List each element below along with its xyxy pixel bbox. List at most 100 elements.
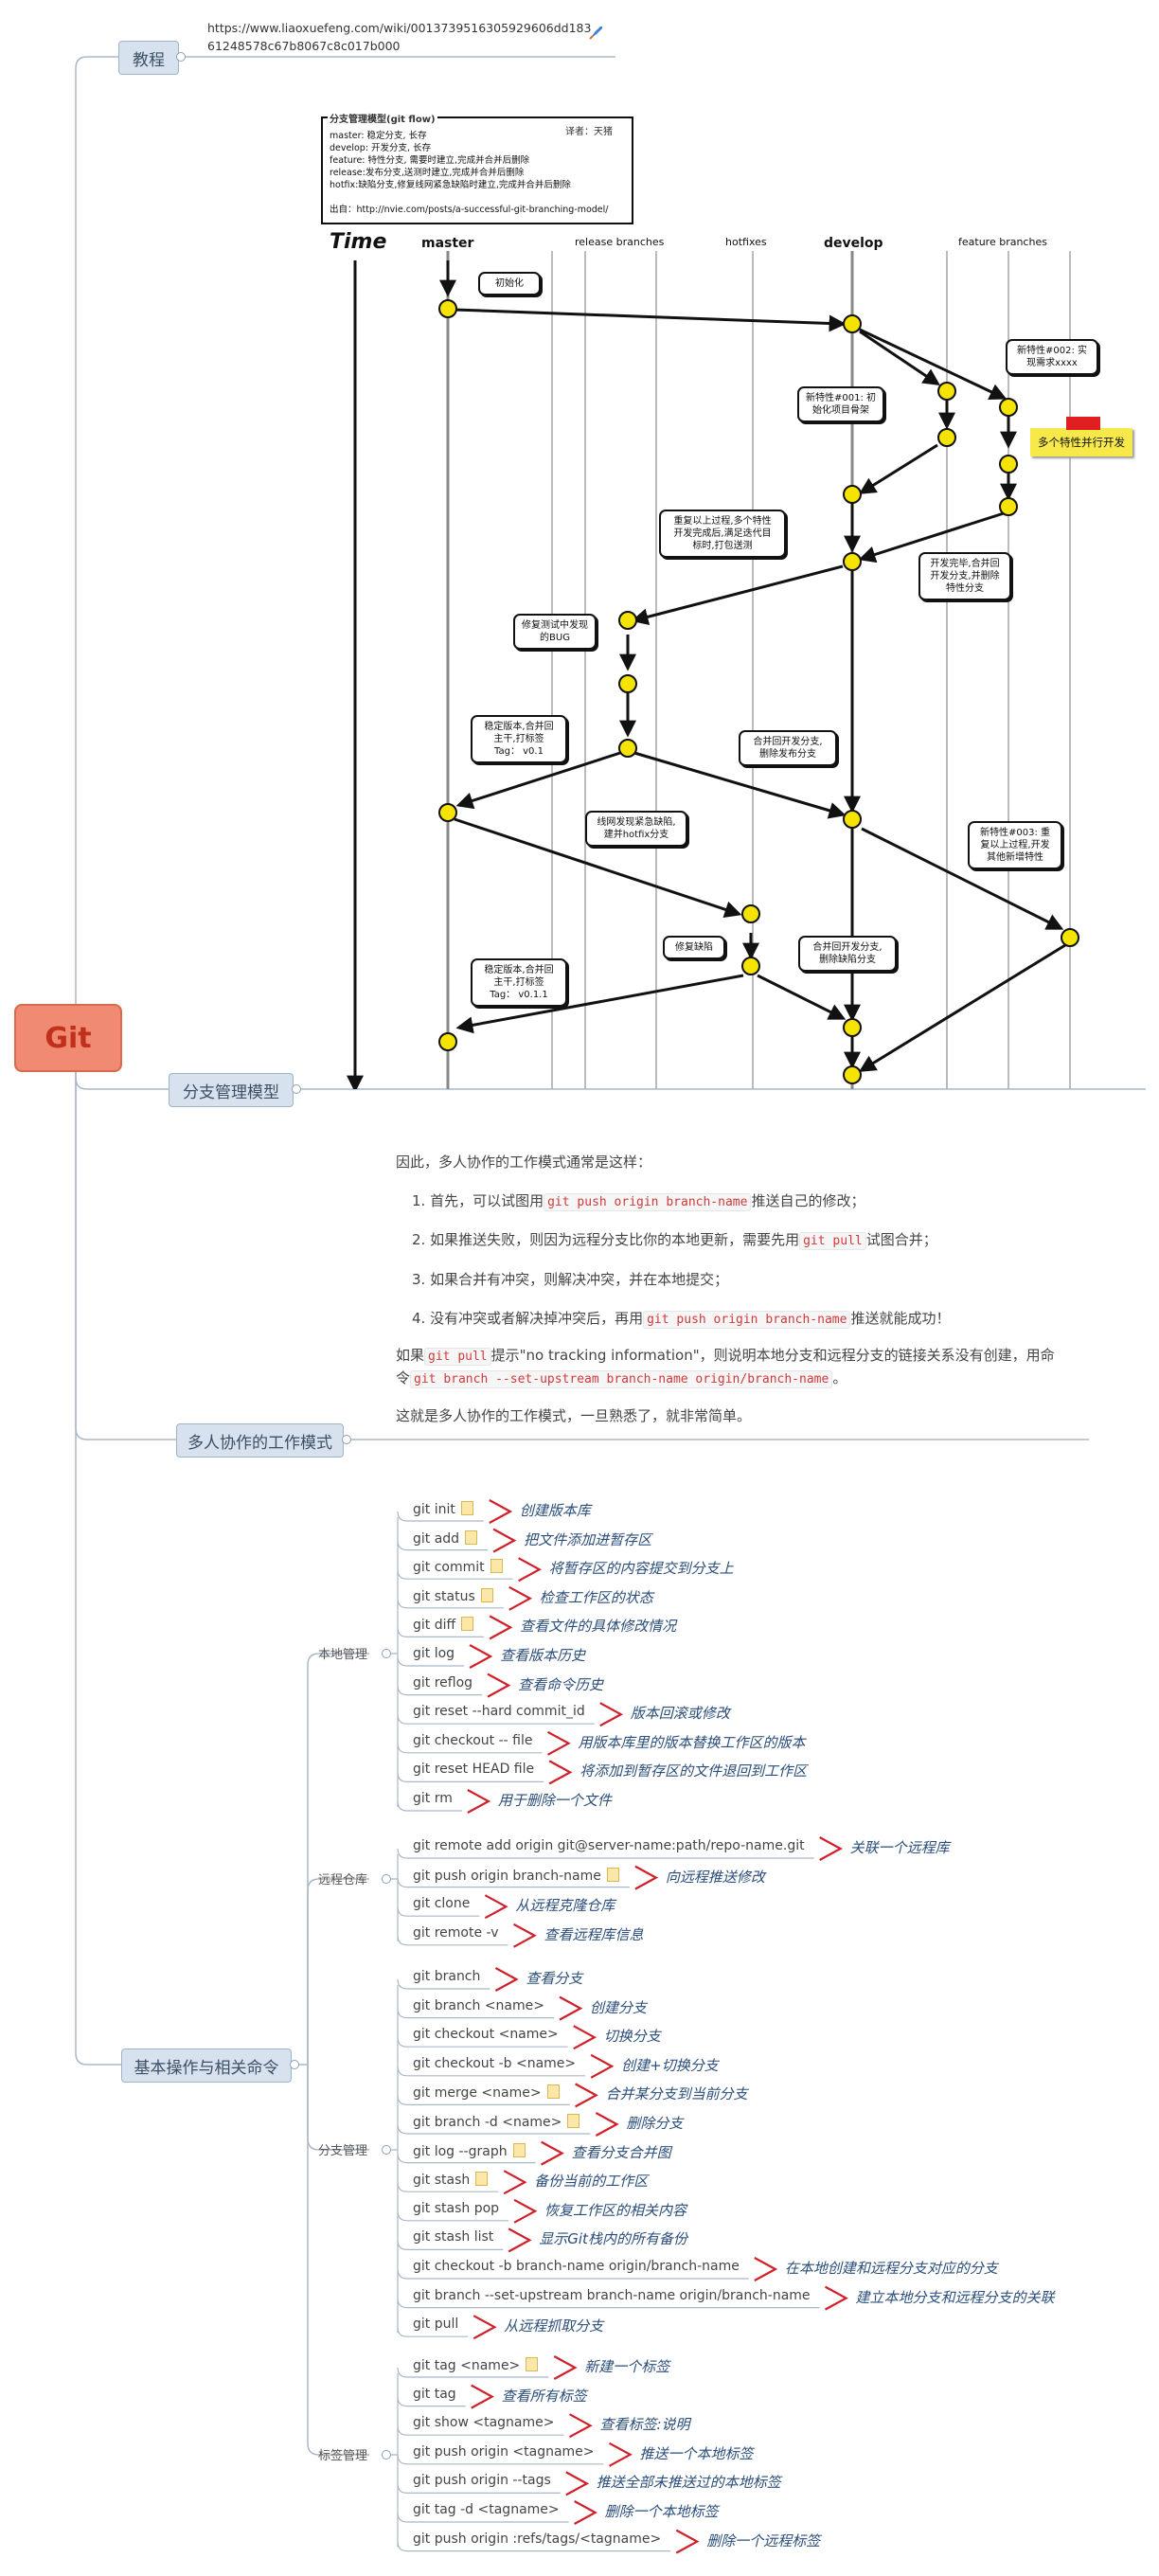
command-item[interactable]: git branch (413, 1969, 480, 1984)
command-item[interactable]: git checkout <name> (413, 2027, 559, 2042)
command-item[interactable]: git push origin branch-name (413, 1867, 619, 1884)
note-icon[interactable] (567, 2114, 580, 2128)
collapse-toggle[interactable] (176, 52, 186, 62)
collapse-toggle[interactable] (292, 1084, 301, 1094)
legend-line: master: 稳定分支, 长存 (330, 131, 427, 141)
command-item[interactable]: git reset --hard commit_id (413, 1704, 585, 1719)
note-icon[interactable] (461, 1617, 474, 1632)
command-description: 删除分支 (626, 2115, 684, 2132)
bubble-feat2: 新特性#002: 实 现需求xxxx (1006, 339, 1098, 375)
command-item[interactable]: git reflog (413, 1675, 473, 1690)
note-icon[interactable] (465, 1530, 478, 1545)
collapse-toggle[interactable] (342, 1435, 351, 1444)
command-item[interactable]: git tag -d <tagname> (413, 2502, 560, 2517)
red-arrow-icon (518, 1557, 542, 1583)
note-icon[interactable] (480, 1587, 493, 1602)
step-text: 推送自己的修改； (751, 1192, 865, 1209)
command-item[interactable]: git show <tagname> (413, 2415, 554, 2430)
collab-step: 3. 如果合并有冲突，则解决冲突，并在本地提交； (412, 1269, 728, 1289)
command-item[interactable]: git merge <name> (413, 2084, 560, 2101)
command-description: 建立本地分支和远程分支的关联 (855, 2288, 1055, 2306)
topic-basics[interactable]: 基本操作与相关命令 (121, 2048, 292, 2083)
command-item[interactable]: git stash list (413, 2229, 493, 2245)
command-description: 创建分支 (590, 1998, 648, 2016)
tutorial-url[interactable]: https://www.liaoxuefeng.com/wiki/0013739… (207, 19, 596, 55)
item-underline (397, 1627, 485, 1637)
red-arrow-icon (469, 1644, 493, 1669)
command-text: git branch (413, 1969, 481, 1984)
command-item[interactable]: git checkout -b branch-name origin/branc… (413, 2259, 740, 2274)
note-icon[interactable] (475, 2172, 489, 2187)
command-item[interactable]: git branch -d <name> (413, 2114, 580, 2130)
item-underline (397, 1877, 630, 1888)
command-item[interactable]: git add (413, 1530, 478, 1547)
command-item[interactable]: git push origin --tags (413, 2473, 551, 2488)
topic-branch-model[interactable]: 分支管理模型 (169, 1073, 294, 1107)
command-item[interactable]: git checkout -- file (413, 1733, 532, 1748)
command-item[interactable]: git branch --set-upstream branch-name or… (413, 2288, 811, 2303)
command-item[interactable]: git remote -v (413, 1925, 499, 1941)
command-item[interactable]: git stash (413, 2172, 489, 2188)
command-item[interactable]: git log (413, 1646, 455, 1661)
item-underline (397, 2327, 469, 2337)
command-item[interactable]: git pull (413, 2317, 458, 2332)
collapse-toggle[interactable] (290, 2060, 299, 2069)
red-arrow-icon (609, 2442, 633, 2467)
command-text: git checkout -b <name> (413, 2055, 577, 2071)
command-description: 合并某分支到当前分支 (605, 2085, 748, 2103)
bubble-stable2: 稳定版本,合并回 主干,打标签 Tag： v0.1.1 (471, 958, 567, 1007)
note-icon[interactable] (546, 2084, 560, 2100)
collapse-toggle[interactable] (382, 2450, 391, 2460)
bubble-urgent: 线网发现紧急缺陷, 建并hotfix分支 (585, 811, 687, 847)
note-icon[interactable] (460, 1501, 473, 1515)
command-item[interactable]: git tag (413, 2387, 456, 2402)
group-label[interactable]: 标签管理 (318, 2449, 368, 2463)
topic-collab[interactable]: 多人协作的工作模式 (176, 1423, 344, 1458)
collapse-toggle[interactable] (382, 1874, 391, 1884)
command-item[interactable]: git clone (413, 1896, 470, 1911)
command-item[interactable]: git diff (413, 1617, 474, 1633)
command-item[interactable]: git status (413, 1587, 493, 1604)
note-icon[interactable] (512, 2142, 526, 2157)
collab-intro-text: 因此，多人协作的工作模式通常是这样： (396, 1154, 652, 1171)
command-item[interactable]: git branch <name> (413, 1998, 544, 2013)
group-label[interactable]: 远程仓库 (318, 1873, 368, 1887)
command-description: 查看命令历史 (518, 1675, 604, 1693)
group-label[interactable]: 分支管理 (318, 2144, 368, 2158)
command-item[interactable]: git checkout -b <name> (413, 2056, 576, 2071)
red-arrow-icon (575, 2083, 598, 2108)
command-item[interactable]: git rm (413, 1791, 453, 1806)
group-label[interactable]: 本地管理 (318, 1648, 368, 1662)
note-text: 提示"no tracking information"，则说明本地分支和远程分支… (490, 1347, 1055, 1364)
root-topic[interactable]: Git (14, 1004, 122, 1072)
note-icon[interactable] (526, 2357, 539, 2371)
command-item[interactable]: git remote add origin git@server-name:pa… (413, 1838, 805, 1853)
command-description: 向远程推送修改 (665, 1868, 765, 1886)
command-item[interactable]: git stash pop (413, 2201, 499, 2216)
item-underline (397, 2454, 604, 2465)
collapse-toggle[interactable] (382, 1649, 391, 1658)
red-arrow-icon (825, 2285, 848, 2311)
command-text: git stash pop (413, 2200, 500, 2216)
sticky-tab (1066, 417, 1100, 430)
item-underline (397, 1685, 483, 1696)
collapse-toggle[interactable] (382, 2145, 391, 2155)
command-description: 查看分支合并图 (571, 2143, 671, 2161)
command-item[interactable]: git log --graph (413, 2142, 526, 2159)
command-item[interactable]: git commit (413, 1559, 503, 1575)
command-item[interactable]: git push origin :refs/tags/<tagname> (413, 2531, 661, 2547)
note-icon[interactable] (606, 1867, 619, 1882)
command-item[interactable]: git reset HEAD file (413, 1762, 534, 1777)
command-text: git log (413, 1646, 455, 1661)
command-item[interactable]: git tag <name> (413, 2357, 539, 2373)
item-underline (397, 1848, 814, 1859)
red-arrow-icon (508, 2227, 532, 2253)
step-num: 3. (412, 1271, 426, 1288)
command-item[interactable]: git push origin <tagname> (413, 2444, 595, 2460)
command-item[interactable]: git init (413, 1501, 473, 1517)
command-text: git remote add origin git@server-name:pa… (413, 1838, 805, 1853)
note-icon[interactable] (490, 1559, 503, 1574)
red-arrow-icon (599, 1702, 624, 1727)
